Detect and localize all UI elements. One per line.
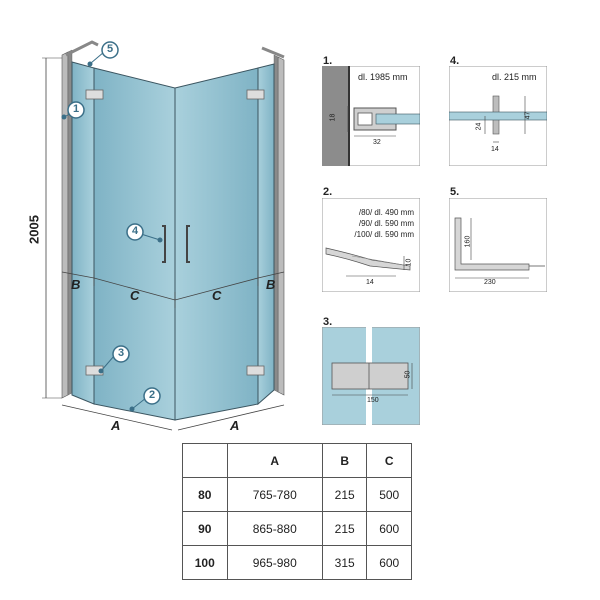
detail-1-dim-w: 32 — [373, 139, 381, 146]
dim-a-right-label: A — [230, 418, 240, 433]
callout-3 — [112, 345, 130, 363]
detail-1-dim-h: 18 — [329, 113, 337, 122]
detail-2-lengths: /80/ dl. 490 mm /90/ dl. 590 mm /100/ dl… — [350, 207, 414, 240]
callout-5 — [101, 41, 119, 59]
right-stabilizer-bar — [261, 46, 285, 59]
table-row: 90 865-880 215 600 — [182, 511, 412, 546]
detail-3-dim-h: 50 — [404, 370, 412, 379]
detail-2-drawing — [322, 198, 420, 292]
detail-4-length: dl. 215 mm — [492, 72, 537, 82]
table-cell: 600 — [366, 545, 412, 580]
callout-5-label: 5 — [106, 43, 114, 55]
detail-4-title: 4. — [450, 55, 460, 67]
table-cell: 865-880 — [226, 511, 323, 546]
detail-2-title: 2. — [323, 186, 333, 198]
handle-left — [162, 225, 166, 263]
dim-a-left-label: A — [111, 418, 121, 433]
table-row: 100 965-980 315 600 — [182, 545, 412, 580]
detail-1-drawing — [322, 66, 420, 166]
table-cell: 215 — [321, 477, 368, 512]
detail-5-drawing — [449, 198, 547, 292]
table-cell: 315 — [321, 545, 368, 580]
detail-4-dim-b: 24 — [475, 122, 483, 131]
left-stabilizer-bar — [65, 40, 99, 57]
table-cell: 215 — [321, 511, 368, 546]
left-door-panel — [93, 67, 176, 421]
dimensions-table: A B C 80 765-780 215 500 90 865-880 215 … — [182, 443, 412, 580]
hinge-top-left — [85, 89, 104, 100]
detail-2-length-100: /100/ dl. 590 mm — [354, 230, 414, 239]
table-row: 80 765-780 215 500 — [182, 477, 412, 512]
detail-3-title: 3. — [323, 316, 333, 328]
table-cell: 80 — [182, 477, 228, 512]
table-cell: 100 — [182, 545, 228, 580]
detail-5-dim-h: 160 — [464, 235, 472, 248]
callout-2 — [143, 387, 161, 405]
detail-3-dim-w: 150 — [367, 397, 379, 404]
handle-right — [186, 225, 190, 263]
table-cell: 600 — [366, 511, 412, 546]
left-wall-profile — [61, 49, 73, 399]
callout-4-label: 4 — [131, 225, 139, 237]
hinge-bottom-right — [246, 365, 265, 376]
dim-b-left-label: B — [71, 277, 81, 292]
hinge-top-right — [246, 89, 265, 100]
right-fixed-panel — [257, 63, 275, 406]
callout-2-label: 2 — [148, 389, 156, 401]
callout-1-label: 1 — [72, 103, 80, 115]
table-cell: 500 — [366, 477, 412, 512]
detail-4-drawing — [449, 66, 547, 166]
detail-1-length: dl. 1985 mm — [358, 72, 408, 82]
detail-3-drawing — [322, 327, 420, 425]
detail-2-length-80: /80/ dl. 490 mm — [358, 208, 414, 217]
table-header-cell: B — [321, 443, 368, 478]
table-cell: 90 — [182, 511, 228, 546]
table-header-cell: C — [366, 443, 412, 478]
detail-5-dim-w: 230 — [484, 279, 496, 286]
table-header-cell: A — [226, 443, 323, 478]
callout-1 — [67, 101, 85, 119]
callout-3-label: 3 — [117, 347, 125, 359]
detail-1-title: 1. — [323, 55, 333, 67]
detail-5-title: 5. — [450, 186, 460, 198]
detail-4-dim-w: 14 — [491, 146, 499, 153]
detail-2-dim-h: 10 — [405, 258, 413, 267]
dim-c-right-label: C — [212, 288, 222, 303]
dim-b-right-label: B — [266, 277, 276, 292]
height-label: 2005 — [26, 215, 42, 244]
table-cell: 765-780 — [226, 477, 323, 512]
callout-4 — [126, 223, 144, 241]
detail-2-dim-w: 14 — [366, 279, 374, 286]
detail-2-length-90: /90/ dl. 590 mm — [358, 219, 414, 228]
table-header-row: A B C — [182, 443, 412, 478]
table-cell: 965-980 — [226, 545, 323, 580]
table-header-cell — [182, 443, 228, 478]
right-wall-profile — [273, 54, 285, 396]
detail-4-dim-a: 47 — [524, 111, 532, 120]
dim-c-left-label: C — [130, 288, 140, 303]
